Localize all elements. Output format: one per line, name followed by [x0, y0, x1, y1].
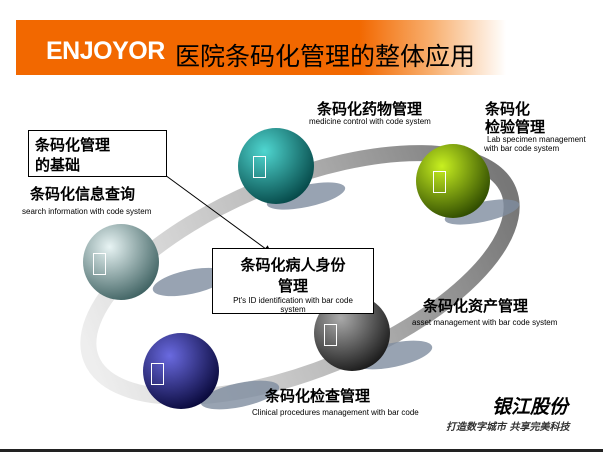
placeholder-glyph-icon — [433, 171, 446, 193]
clinical-subtitle: Clinical procedures management with bar … — [252, 408, 419, 417]
lab-title-1: 条码化 — [485, 100, 531, 118]
sphere-asset — [314, 295, 390, 371]
sphere-medicine — [238, 128, 314, 204]
asset-title: 条码化资产管理 — [423, 297, 529, 315]
placeholder-glyph-icon — [324, 324, 337, 346]
patient-title-2: 管理 — [277, 277, 308, 295]
company-brand: 银江股份 — [492, 396, 569, 418]
placeholder-glyph-icon — [253, 156, 266, 178]
medicine-subtitle: medicine control with code system — [309, 117, 431, 126]
patient-title-1: 条码化病人身份 — [240, 256, 346, 274]
clinical-title: 条码化检查管理 — [265, 387, 371, 405]
foundation-box: 条码化管理 的基础 — [28, 130, 167, 177]
placeholder-glyph-icon — [93, 253, 106, 275]
company-slogan: 打造数字城市 共享完美科技 — [446, 422, 570, 433]
foundation-line1: 条码化管理 — [35, 136, 111, 154]
sphere-shadow — [152, 267, 228, 297]
placeholder-glyph-icon — [151, 363, 164, 385]
bottom-divider — [0, 449, 603, 452]
foundation-line2: 的基础 — [35, 156, 81, 174]
lab-subtitle-2: with bar code system — [484, 144, 560, 153]
sphere-search — [83, 224, 159, 300]
patient-box: 条码化病人身份 管理 Pt's ID identification with b… — [212, 248, 374, 314]
search-subtitle: search information with code system — [22, 207, 152, 216]
sphere-shadow — [266, 182, 346, 210]
patient-subtitle-1: Pt's ID identification with bar code — [233, 296, 353, 305]
lab-title-2: 检验管理 — [485, 118, 546, 136]
header-banner — [16, 20, 506, 75]
medicine-title: 条码化药物管理 — [317, 100, 423, 118]
lab-subtitle-1: Lab specimen management — [487, 135, 586, 144]
patient-subtitle-2: system — [280, 305, 306, 314]
page-title: 医院条码化管理的整体应用 — [175, 42, 476, 71]
asset-subtitle: asset management with bar code system — [412, 318, 558, 327]
enjoyor-logo: ENJOYOR — [46, 37, 165, 65]
sphere-shadow — [200, 380, 280, 410]
arrow — [164, 174, 272, 254]
sphere-lab — [416, 144, 490, 218]
sphere-shadow — [444, 199, 520, 225]
search-title: 条码化信息查询 — [30, 185, 136, 203]
sphere-clinical — [143, 333, 219, 409]
